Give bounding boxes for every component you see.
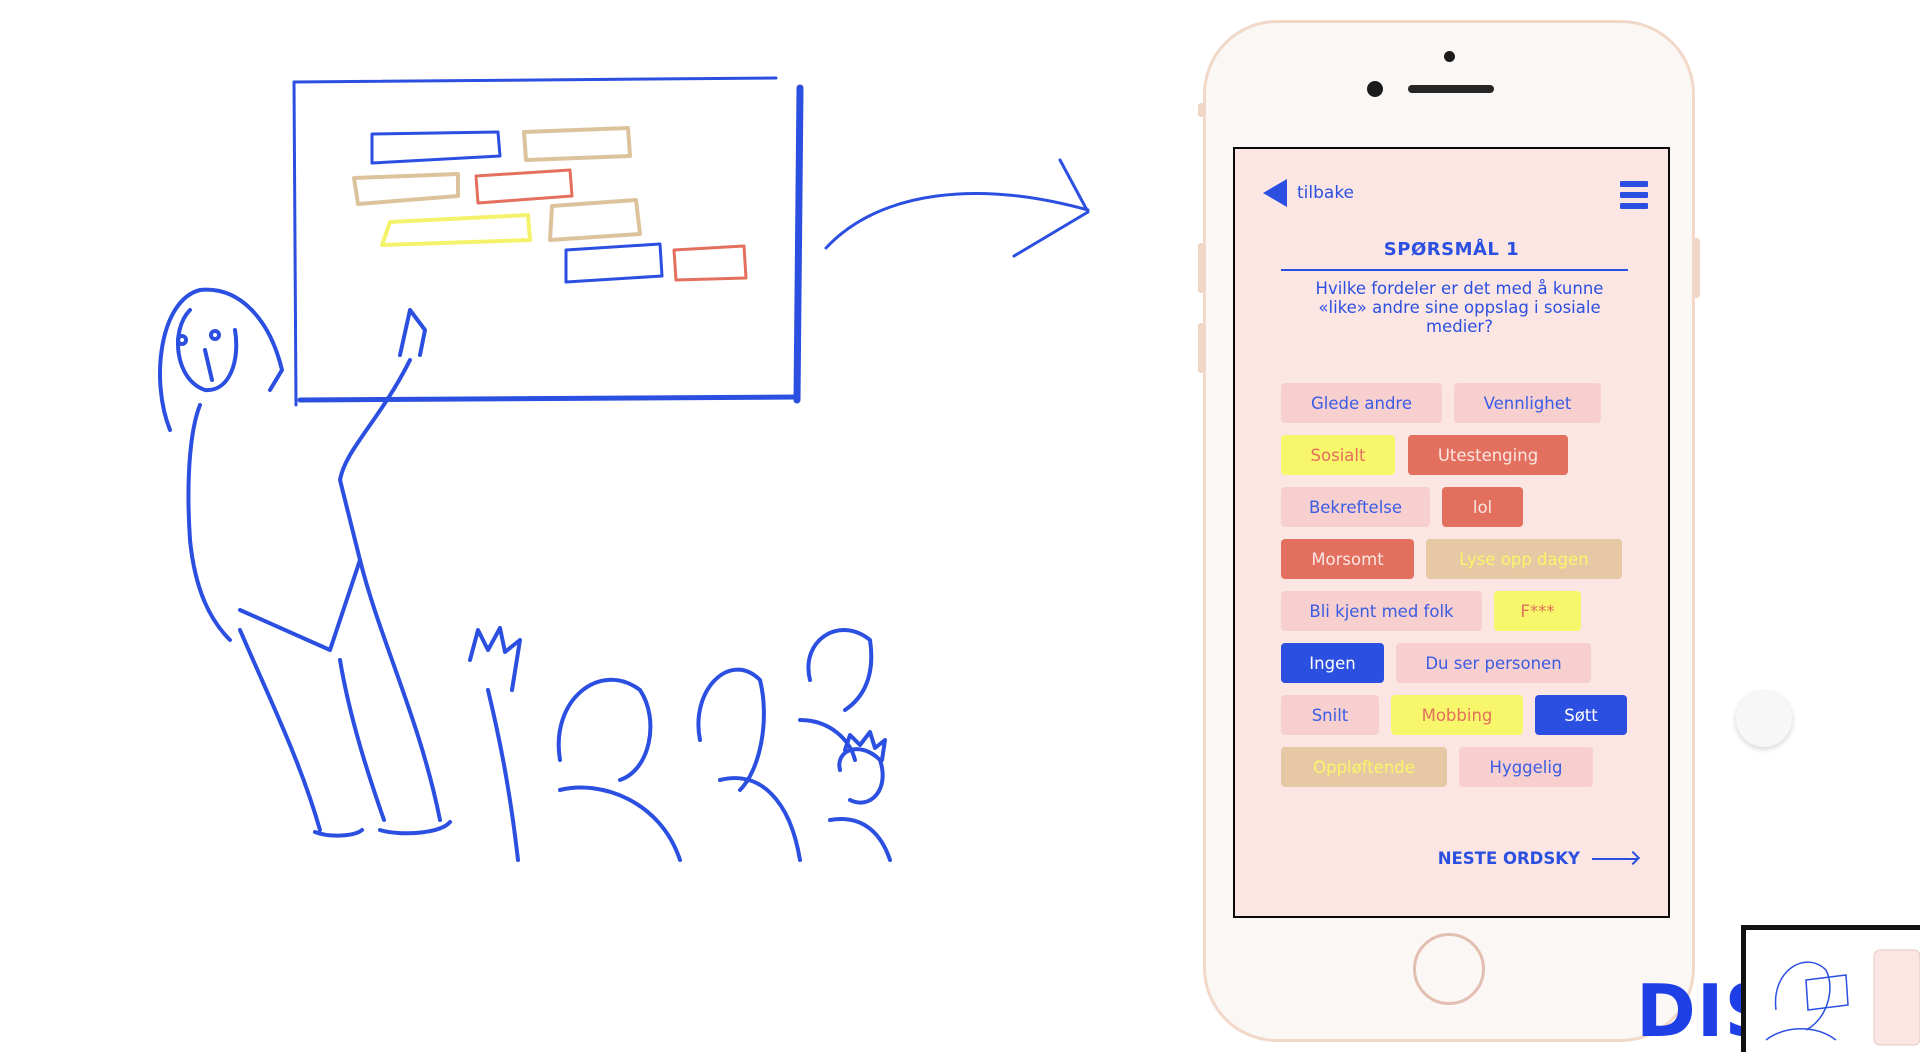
presenter-figure <box>158 287 452 838</box>
next-word-cloud-button[interactable]: NESTE ORDSKY <box>1438 849 1638 868</box>
power-button <box>1693 238 1700 298</box>
back-arrow-icon <box>1263 179 1287 207</box>
volume-down-button <box>1198 323 1205 373</box>
tag-du-ser-personen[interactable]: Du ser personen <box>1396 643 1591 683</box>
phone-mockup: tilbake SPØRSMÅL 1 Hvilke fordeler er de… <box>1198 20 1700 1042</box>
floating-action-button[interactable] <box>1736 691 1792 747</box>
earpiece-speaker <box>1408 85 1494 93</box>
tag-ingen[interactable]: Ingen <box>1281 643 1384 683</box>
volume-up-button <box>1198 243 1205 293</box>
tag-sosialt[interactable]: Sosialt <box>1281 435 1395 475</box>
tag-sott[interactable]: Søtt <box>1535 695 1627 735</box>
thumbnail-illustration <box>1765 949 1920 1046</box>
presentation-illustration <box>158 76 1090 862</box>
tag-utestenging[interactable]: Utestenging <box>1408 435 1568 475</box>
title-divider <box>1281 269 1628 271</box>
whiteboard <box>292 76 804 407</box>
question-text: Hvilke fordeler er det med å kunne «like… <box>1315 279 1604 336</box>
tag-bekreftelse[interactable]: Bekreftelse <box>1281 487 1430 527</box>
video-thumbnail[interactable] <box>1741 925 1920 1052</box>
tag-morsomt[interactable]: Morsomt <box>1281 539 1414 579</box>
tag-oppleftende[interactable]: Oppløftende <box>1281 747 1447 787</box>
back-button[interactable]: tilbake <box>1263 179 1354 207</box>
front-camera <box>1367 81 1383 97</box>
tag-snilt[interactable]: Snilt <box>1281 695 1379 735</box>
tag-hyggelig[interactable]: Hyggelig <box>1459 747 1593 787</box>
tag-mobbing[interactable]: Mobbing <box>1391 695 1523 735</box>
tag-f[interactable]: F*** <box>1494 591 1581 631</box>
arrow-right-icon <box>1592 857 1638 860</box>
tag-bli-kjent-med-folk[interactable]: Bli kjent med folk <box>1281 591 1482 631</box>
tag-lyse-opp-dagen[interactable]: Lyse opp dagen <box>1426 539 1622 579</box>
phone-sensor <box>1444 51 1455 62</box>
tag-glede-andre[interactable]: Glede andre <box>1281 383 1442 423</box>
phone-screen: tilbake SPØRSMÅL 1 Hvilke fordeler er de… <box>1233 147 1670 918</box>
back-label: tilbake <box>1297 183 1355 203</box>
hamburger-menu-icon[interactable] <box>1620 181 1648 209</box>
tag-vennlighet[interactable]: Vennlighet <box>1454 383 1601 423</box>
phone-side-button <box>1198 103 1205 117</box>
audience-figures <box>468 626 892 862</box>
tag-lol[interactable]: lol <box>1442 487 1523 527</box>
home-button[interactable] <box>1413 933 1485 1005</box>
next-label: NESTE ORDSKY <box>1437 849 1580 868</box>
question-title: SPØRSMÅL 1 <box>1383 239 1520 260</box>
